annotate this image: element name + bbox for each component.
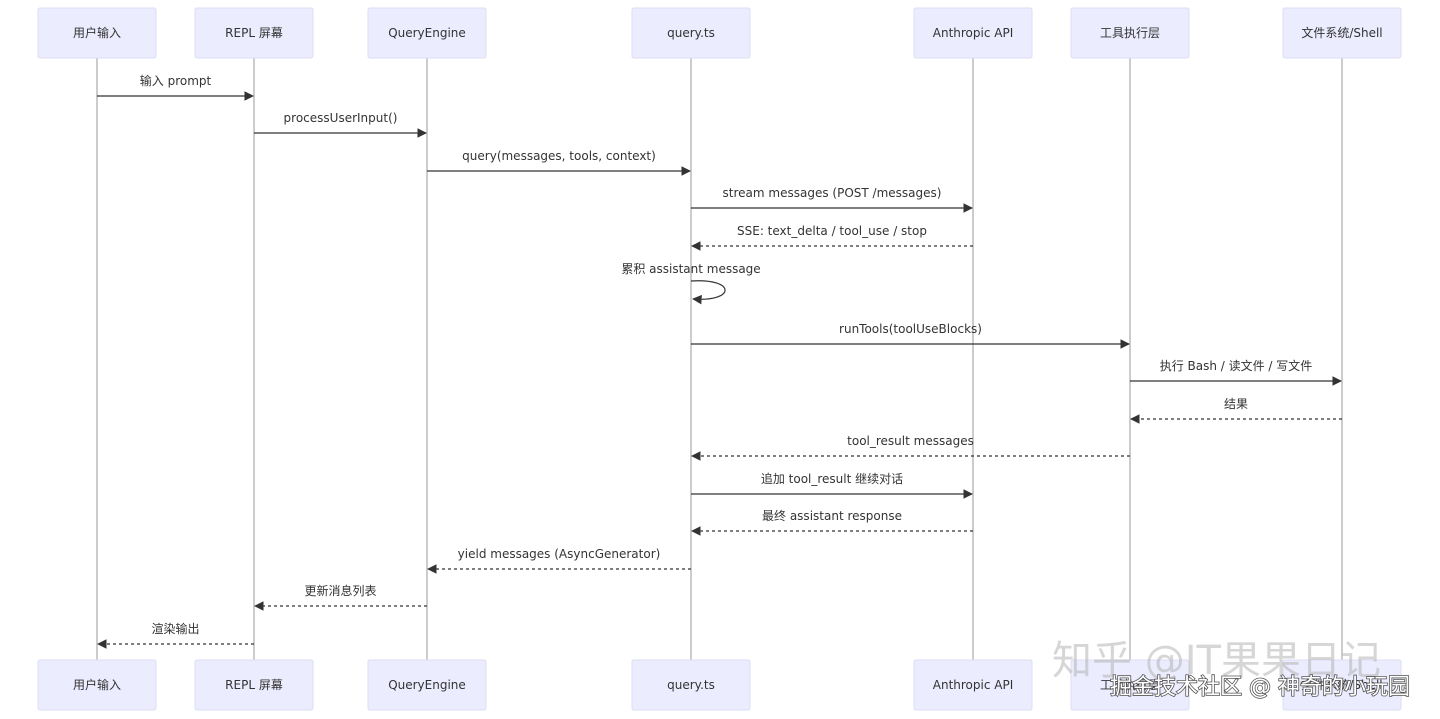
watermark: 知乎 @IT果果日记 掘金技术社区 @ 神奇的小玩园: [1052, 638, 1411, 701]
message-13: yield messages (AsyncGenerator): [427, 547, 691, 574]
participant-box: [913, 659, 1033, 711]
participant-box: [913, 7, 1033, 59]
participant-box: [1282, 659, 1402, 711]
participant-label: query.ts: [667, 678, 715, 692]
participant-query-top: query.ts: [631, 7, 751, 59]
lifelines: [96, 58, 1343, 660]
participant-api-top: Anthropic API: [913, 7, 1033, 59]
participant-box: [367, 659, 487, 711]
participant-repl-top: REPL 屏幕: [194, 7, 314, 59]
participant-fs-top: 文件系统/Shell: [1282, 7, 1402, 59]
message-label: 更新消息列表: [304, 583, 376, 598]
participant-engine-top: QueryEngine: [367, 7, 487, 59]
participant-label: 文件系统/Shell: [1301, 677, 1382, 692]
participant-box: [631, 7, 751, 59]
participant-box: [1070, 7, 1190, 59]
participant-tools-top: 工具执行层: [1070, 7, 1190, 59]
message-7: runTools(toolUseBlocks): [691, 322, 1130, 349]
message-3: query(messages, tools, context): [427, 149, 691, 176]
participant-fs-bottom: 文件系统/Shell: [1282, 659, 1402, 711]
participant-engine-bottom: QueryEngine: [367, 659, 487, 711]
participant-box: [1070, 659, 1190, 711]
message-label: SSE: text_delta / tool_use / stop: [737, 224, 927, 238]
message-12: 最终 assistant response: [691, 508, 973, 536]
message-label: runTools(toolUseBlocks): [839, 322, 982, 336]
message-2: processUserInput(): [254, 111, 427, 138]
participant-repl-bottom: REPL 屏幕: [194, 659, 314, 711]
participant-box: [37, 7, 157, 59]
message-5: SSE: text_delta / tool_use / stop: [691, 224, 973, 251]
participant-box: [631, 659, 751, 711]
message-label: 追加 tool_result 继续对话: [761, 471, 903, 486]
message-label: 最终 assistant response: [762, 508, 902, 523]
participant-api-bottom: Anthropic API: [913, 659, 1033, 711]
messages: 输入 prompt processUserInput() query(message…: [97, 73, 1342, 649]
message-4: stream messages (POST /messages): [691, 186, 973, 213]
participant-label: 用户输入: [73, 25, 121, 40]
message-10: tool_result messages: [691, 434, 1130, 461]
participant-query-bottom: query.ts: [631, 659, 751, 711]
message-8: 执行 Bash / 读文件 / 写文件: [1130, 358, 1342, 386]
participant-box: [194, 7, 314, 59]
watermark-sub: 掘金技术社区 @ 神奇的小玩园: [1110, 675, 1410, 700]
message-label: 执行 Bash / 读文件 / 写文件: [1160, 358, 1313, 373]
participant-box: [37, 659, 157, 711]
message-label: 累积 assistant message: [621, 262, 760, 276]
participant-label: REPL 屏幕: [225, 26, 283, 40]
participant-label: QueryEngine: [388, 26, 466, 40]
message-15: 渲染输出: [97, 621, 254, 649]
participants-top: 用户输入 REPL 屏幕 QueryEngine query.ts Anthropic …: [37, 7, 1402, 59]
message-label: 结果: [1224, 397, 1248, 411]
message-label: processUserInput(): [284, 111, 398, 125]
participant-label: 用户输入: [73, 677, 121, 692]
participant-label: REPL 屏幕: [225, 678, 283, 692]
participant-box: [367, 7, 487, 59]
participant-label: 工具执行层: [1100, 26, 1160, 40]
message-11: 追加 tool_result 继续对话: [691, 471, 973, 499]
message-label: query(messages, tools, context): [462, 149, 656, 163]
message-9: 结果: [1130, 397, 1342, 424]
participant-box: [194, 659, 314, 711]
message-label: yield messages (AsyncGenerator): [458, 547, 661, 561]
participant-label: Anthropic API: [933, 678, 1013, 692]
message-6: 累积 assistant message: [621, 262, 761, 305]
message-arrow: [690, 280, 726, 305]
participant-box: [1282, 7, 1402, 59]
watermark-main: 知乎 @IT果果日记: [1052, 638, 1381, 684]
participant-label: query.ts: [667, 26, 715, 40]
message-label: 输入 prompt: [140, 73, 212, 88]
participant-label: QueryEngine: [388, 678, 466, 692]
participant-tools-bottom: 工具执行层: [1070, 659, 1190, 711]
participant-label: 工具执行层: [1100, 678, 1160, 692]
message-14: 更新消息列表: [254, 583, 427, 611]
message-1: 输入 prompt: [97, 73, 254, 101]
message-label: stream messages (POST /messages): [723, 186, 942, 200]
participants-bottom: 用户输入 REPL 屏幕 QueryEngine query.ts Anthropic …: [37, 659, 1402, 711]
participant-user-top: 用户输入: [37, 7, 157, 59]
participant-label: Anthropic API: [933, 26, 1013, 40]
participant-label: 文件系统/Shell: [1301, 25, 1382, 40]
message-label: 渲染输出: [151, 621, 199, 636]
message-label: tool_result messages: [847, 434, 974, 448]
participant-user-bottom: 用户输入: [37, 659, 157, 711]
